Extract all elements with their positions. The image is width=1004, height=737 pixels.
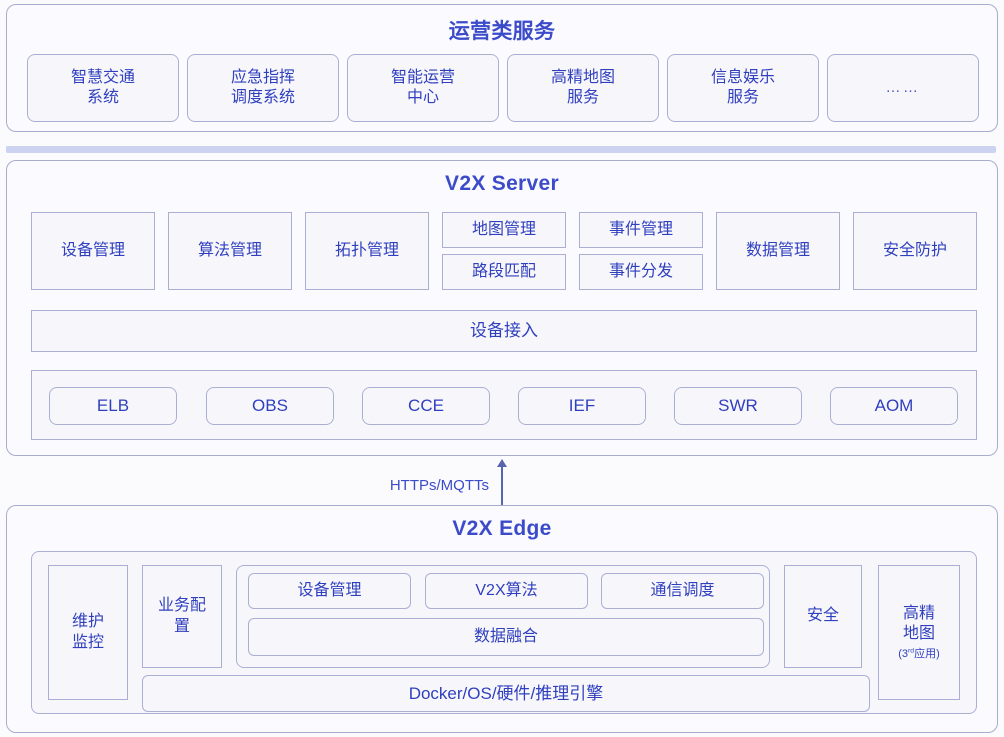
server-device-access-bar[interactable]: 设备接入 [31,310,977,352]
server-module-data-management[interactable]: 数据管理 [716,212,840,290]
connector-label: HTTPs/MQTTs [389,477,489,494]
layer-divider [6,146,996,153]
cloud-service-cce[interactable]: CCE [362,387,490,425]
edge-module-data-fusion[interactable]: 数据融合 [248,618,764,656]
edge-module-v2x-algorithm[interactable]: V2X算法 [425,573,588,609]
ellipsis-icon: …… [885,79,921,97]
server-module-algorithm-management[interactable]: 算法管理 [168,212,292,290]
ops-item-hd-map-service[interactable]: 高精地图 服务 [507,54,659,122]
cloud-service-swr[interactable]: SWR [674,387,802,425]
v2x-edge-title: V2X Edge [452,517,552,540]
ops-item-intelligent-operations-center[interactable]: 智能运营 中心 [347,54,499,122]
edge-module-business-configuration[interactable]: 业务配 置 [142,565,222,668]
v2x-server-title: V2X Server [445,172,559,195]
edge-platform-bar[interactable]: Docker/OS/硬件/推理引擎 [142,675,870,712]
server-module-map-management[interactable]: 地图管理 [442,212,566,248]
edge-module-device-management[interactable]: 设备管理 [248,573,411,609]
edge-module-security[interactable]: 安全 [784,565,862,668]
ops-item-smart-traffic[interactable]: 智慧交通 系统 [27,54,179,122]
edge-module-maintenance-monitoring[interactable]: 维护 监控 [48,565,128,700]
edge-hd-map-label: 高精 地图 [902,604,935,643]
server-module-event-distribution[interactable]: 事件分发 [579,254,703,290]
cloud-services-container [31,370,977,440]
server-module-event-management[interactable]: 事件管理 [579,212,703,248]
connector-line [501,466,503,505]
cloud-service-obs[interactable]: OBS [206,387,334,425]
server-module-topology-management[interactable]: 拓扑管理 [305,212,429,290]
ops-item-infotainment-service[interactable]: 信息娱乐 服务 [667,54,819,122]
server-module-security-protection[interactable]: 安全防护 [853,212,977,290]
cloud-service-elb[interactable]: ELB [49,387,177,425]
edge-hd-map-sublabel: (3rd应用) [898,647,940,660]
ops-item-more[interactable]: …… [827,54,979,122]
cloud-service-aom[interactable]: AOM [830,387,958,425]
connector-arrow-icon [497,459,507,467]
cloud-service-ief[interactable]: IEF [518,387,646,425]
edge-module-hd-map[interactable]: 高精 地图 (3rd应用) [878,565,960,700]
ops-item-emergency-dispatch[interactable]: 应急指挥 调度系统 [187,54,339,122]
edge-module-communication-scheduling[interactable]: 通信调度 [601,573,764,609]
server-module-device-management[interactable]: 设备管理 [31,212,155,290]
operations-services-title: 运营类服务 [448,20,556,43]
server-module-road-segment-matching[interactable]: 路段匹配 [442,254,566,290]
